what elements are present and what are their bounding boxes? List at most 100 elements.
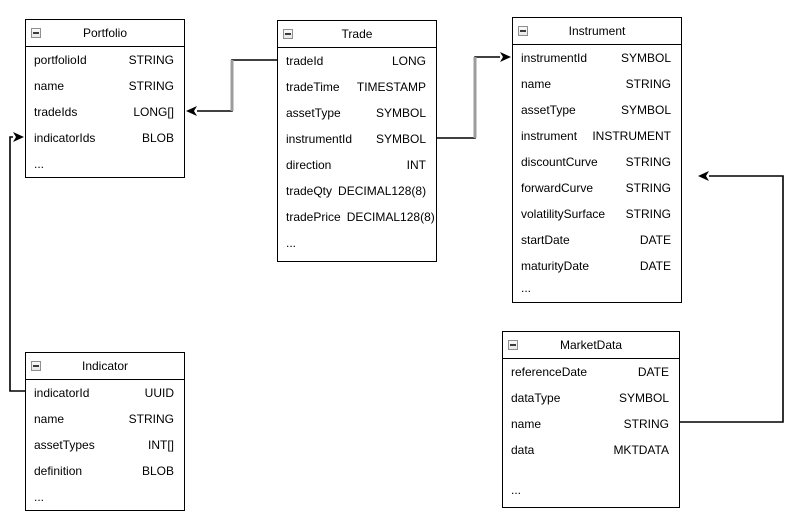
field-row[interactable]: instrumentId SYMBOL — [278, 126, 436, 152]
collapse-minus-icon[interactable] — [518, 26, 528, 36]
field-row[interactable]: definition BLOB — [26, 458, 184, 484]
field-name: ... — [286, 236, 297, 250]
field-type: STRING — [128, 79, 174, 93]
field-type: STRING — [625, 155, 671, 169]
field-row[interactable]: portfolioId STRING — [26, 47, 184, 73]
field-type: LONG — [391, 54, 426, 68]
entity-title: Indicator — [81, 359, 129, 373]
entity-indicator[interactable]: Indicator indicatorId UUID name STRING a… — [25, 352, 185, 511]
field-row[interactable]: dataType SYMBOL — [503, 385, 679, 411]
field-name: instrumentId — [286, 132, 353, 146]
field-type: DECIMAL128(8) — [346, 210, 435, 224]
field-type: BLOB — [141, 464, 174, 478]
field-row[interactable]: tradePrice DECIMAL128(8) — [278, 204, 436, 230]
field-row[interactable]: name STRING — [26, 406, 184, 432]
field-name: volatilitySurface — [521, 207, 606, 221]
entity-portfolio-header[interactable]: Portfolio — [26, 20, 184, 47]
entity-marketdata[interactable]: MarketData referenceDate DATE dataType S… — [502, 331, 680, 508]
field-type: INT[] — [148, 438, 174, 452]
field-name: definition — [34, 464, 83, 478]
arrowhead-left-icon — [698, 171, 709, 181]
field-type: STRING — [623, 417, 669, 431]
field-type: INT — [406, 158, 426, 172]
field-row[interactable]: tradeQty DECIMAL128(8) — [278, 178, 436, 204]
field-row[interactable]: assetTypes INT[] — [26, 432, 184, 458]
field-type: STRING — [128, 53, 174, 67]
field-name: forwardCurve — [521, 181, 594, 195]
entity-instrument-header[interactable]: Instrument — [513, 18, 681, 45]
field-name: ... — [34, 490, 45, 504]
field-type: BLOB — [141, 131, 174, 145]
field-row[interactable]: volatilitySurface STRING — [513, 201, 681, 227]
field-row[interactable]: referenceDate DATE — [503, 359, 679, 385]
arrowhead-left-icon — [186, 106, 197, 116]
field-type: SYMBOL — [620, 51, 671, 65]
field-row-ellipsis[interactable]: ... — [503, 477, 679, 503]
field-type: SYMBOL — [620, 103, 671, 117]
field-type: MKTDATA — [613, 443, 669, 457]
field-type: STRING — [128, 412, 174, 426]
field-row[interactable]: indicatorId UUID — [26, 380, 184, 406]
connector-trade-to-instrument[interactable] — [437, 52, 511, 139]
field-name: tradeQty — [286, 184, 333, 198]
field-name: indicatorIds — [34, 131, 96, 145]
field-name: indicatorId — [34, 386, 90, 400]
field-name: tradeId — [286, 54, 324, 68]
field-name: portfolioId — [34, 53, 87, 67]
field-name: name — [511, 417, 542, 431]
entity-instrument[interactable]: Instrument instrumentId SYMBOL name STRI… — [512, 17, 682, 303]
collapse-minus-icon[interactable] — [31, 361, 41, 371]
field-row[interactable]: assetType SYMBOL — [513, 97, 681, 123]
field-type: SYMBOL — [375, 106, 426, 120]
field-name: instrumentId — [521, 51, 588, 65]
field-row-ellipsis[interactable]: ... — [26, 484, 184, 510]
field-row[interactable]: tradeIds LONG[] — [26, 99, 184, 125]
entity-portfolio[interactable]: Portfolio portfolioId STRING name STRING… — [25, 19, 185, 178]
field-row[interactable]: instrument INSTRUMENT — [513, 123, 681, 149]
field-row[interactable]: indicatorIds BLOB — [26, 125, 184, 151]
field-row-ellipsis[interactable]: ... — [26, 151, 184, 177]
field-row[interactable]: instrumentId SYMBOL — [513, 45, 681, 71]
field-row[interactable]: tradeTime TIMESTAMP — [278, 74, 436, 100]
field-name: ... — [511, 483, 522, 497]
field-row[interactable]: assetType SYMBOL — [278, 100, 436, 126]
field-row[interactable]: startDate DATE — [513, 227, 681, 253]
entity-trade[interactable]: Trade tradeId LONG tradeTime TIMESTAMP a… — [277, 20, 437, 262]
field-row[interactable]: data MKTDATA — [503, 437, 679, 463]
entity-trade-header[interactable]: Trade — [278, 21, 436, 48]
field-name: instrument — [521, 129, 578, 143]
entity-title: Portfolio — [82, 26, 128, 40]
field-type: INSTRUMENT — [592, 129, 671, 143]
connector-indicator-to-portfolio[interactable] — [9, 132, 25, 392]
field-row[interactable]: direction INT — [278, 152, 436, 178]
entity-title: Instrument — [568, 24, 626, 38]
field-type: LONG[] — [133, 105, 174, 119]
collapse-minus-icon[interactable] — [283, 29, 293, 39]
field-name: ... — [34, 157, 45, 171]
field-type: DECIMAL128(8) — [338, 184, 427, 198]
entity-marketdata-header[interactable]: MarketData — [503, 332, 679, 359]
field-row-ellipsis[interactable]: ... — [278, 230, 436, 256]
field-row[interactable]: discountCurve STRING — [513, 149, 681, 175]
arrowhead-right-icon — [500, 52, 511, 62]
entity-marketdata-fields: referenceDate DATE dataType SYMBOL name … — [503, 359, 679, 507]
field-row-ellipsis[interactable]: ... — [513, 279, 681, 297]
field-name: assetType — [286, 106, 341, 120]
collapse-minus-icon[interactable] — [31, 28, 41, 38]
field-row[interactable]: name STRING — [513, 71, 681, 97]
field-name: referenceDate — [511, 365, 588, 379]
collapse-minus-icon[interactable] — [508, 340, 518, 350]
field-row[interactable]: maturityDate DATE — [513, 253, 681, 279]
field-name: name — [34, 412, 65, 426]
field-row[interactable]: name STRING — [503, 411, 679, 437]
field-row[interactable]: name STRING — [26, 73, 184, 99]
connector-trade-to-portfolio[interactable] — [186, 59, 277, 116]
field-name: startDate — [521, 233, 570, 247]
field-type: DATE — [639, 259, 671, 273]
entity-indicator-header[interactable]: Indicator — [26, 353, 184, 380]
field-row[interactable]: forwardCurve STRING — [513, 175, 681, 201]
connector-marketdata-to-instrument[interactable] — [680, 171, 784, 423]
field-row[interactable]: tradeId LONG — [278, 48, 436, 74]
entity-portfolio-fields: portfolioId STRING name STRING tradeIds … — [26, 47, 184, 177]
